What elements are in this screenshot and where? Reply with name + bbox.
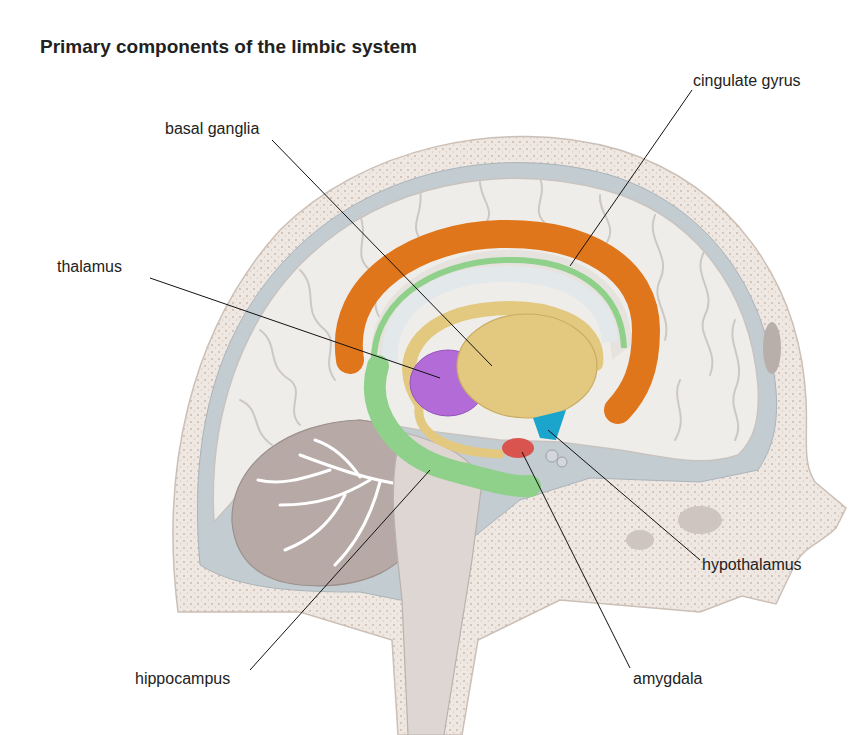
pituitary [557, 457, 567, 467]
diagram-title: Primary components of the limbic system [40, 36, 417, 58]
pituitary [546, 450, 558, 462]
part-label: hippocampus [135, 670, 230, 688]
basal-ganglia [457, 314, 597, 418]
gyri [240, 178, 739, 445]
part-label: hypothalamus [702, 556, 802, 574]
sinus [678, 506, 722, 534]
part-label: basal ganglia [165, 120, 259, 138]
leader-lines [150, 90, 700, 670]
part-label: cingulate gyrus [693, 72, 801, 90]
sinus [763, 322, 781, 374]
meninges [197, 163, 776, 600]
part-label: thalamus [57, 258, 122, 276]
hypothalamus [533, 410, 566, 440]
arbor-vitae [258, 440, 405, 565]
sinus [626, 530, 654, 550]
part-label: amygdala [633, 670, 702, 688]
skull-bone [173, 136, 846, 735]
amygdala [502, 438, 534, 458]
